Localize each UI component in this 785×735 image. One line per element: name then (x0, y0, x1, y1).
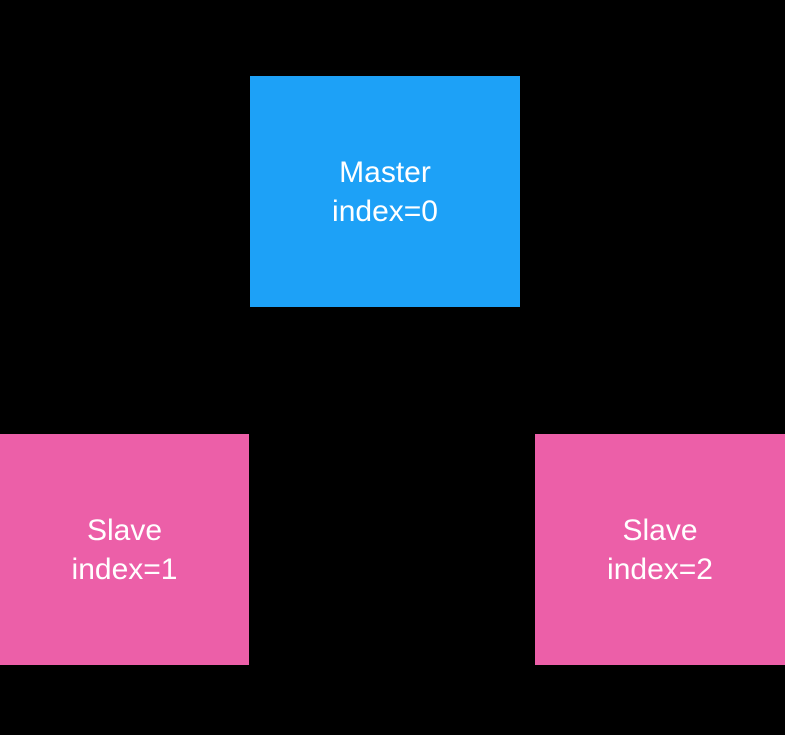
node-slave-1-role-label: Slave (86, 513, 163, 547)
node-master-index-label: index=0 (332, 194, 438, 228)
node-master[interactable]: Master index=0 (250, 76, 520, 307)
node-slave-1[interactable]: Slave index=1 (0, 434, 249, 665)
node-slave-2-index-label: index=2 (607, 552, 713, 586)
node-slave-2[interactable]: Slave index=2 (535, 434, 785, 665)
node-master-role-label: Master (339, 155, 431, 189)
node-slave-1-index-label: index=1 (71, 552, 178, 586)
node-slave-2-role-label: Slave (622, 513, 698, 547)
